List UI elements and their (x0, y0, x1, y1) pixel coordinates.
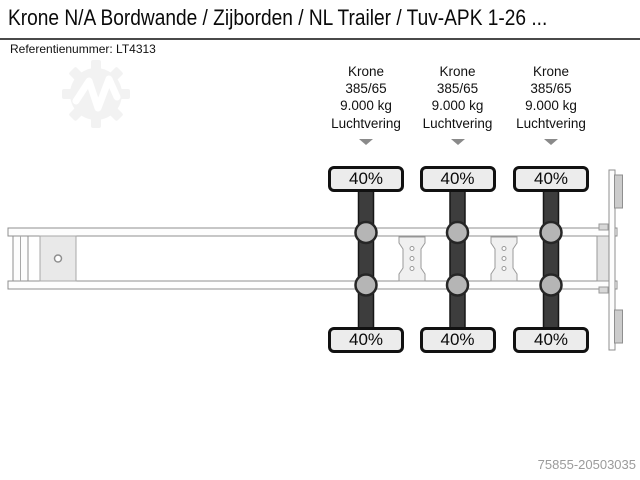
axle-1-load: 9.000 kg (340, 98, 392, 114)
axle-2-hub-top (445, 220, 470, 245)
rear-bumper-bar (608, 169, 616, 351)
axle-1-wear-top-badge: 40% (328, 166, 404, 192)
rear-rail-tab-bottom (598, 286, 609, 294)
axle-3-spec: Krone 385/65 9.000 kg Luchtvering (491, 63, 611, 132)
kingpin (53, 254, 63, 263)
axle-3-hub-bottom (539, 273, 563, 297)
rear-pad-bottom (614, 309, 623, 344)
axle-2-hub-bottom (445, 273, 470, 297)
axle-3-wear-top-badge: 40% (513, 166, 589, 192)
rear-crossmember (596, 235, 610, 282)
crossmember-2-hole (501, 266, 507, 271)
brand-watermark-gear-icon (62, 60, 130, 128)
axle-2-brand: Krone (439, 64, 476, 79)
crossmember-1-hole (409, 256, 415, 261)
axle-3-tyre-size: 385/65 (530, 81, 572, 97)
crossmember-1-hole (409, 266, 415, 271)
pointer-down-icon (359, 139, 373, 145)
axle-2-load: 9.000 kg (431, 98, 484, 114)
axle-1-spec: Krone 385/65 9.000 kg Luchtvering (306, 63, 426, 132)
crossmember-2-hole (501, 256, 507, 261)
axle-1-hub-bottom (354, 273, 378, 297)
axle-1-bar (357, 185, 375, 337)
axle-1-suspension: Luchtvering (331, 115, 401, 131)
axle-2-bar (449, 185, 466, 337)
axle-3-suspension: Luchtvering (516, 115, 586, 131)
axle-1-hub-top (354, 220, 378, 245)
pointer-down-icon (450, 139, 465, 145)
crossmember-1-hole (409, 246, 415, 251)
axle-3-brand: Krone (532, 64, 570, 79)
axle-1-brand: Krone (347, 64, 385, 79)
reference-number: Referentienummer: LT4313 (10, 42, 156, 56)
axle-2-wear-top-badge: 40% (419, 166, 496, 192)
axle-3-bar (542, 185, 560, 337)
axle-3-hub-top (539, 220, 563, 245)
axle-3-wear-bottom-badge: 40% (513, 327, 589, 353)
chassis-top-rail (7, 227, 618, 237)
axle-2-tyre-size: 385/65 (436, 81, 479, 97)
chassis-bottom-rail (7, 280, 618, 290)
axle-2-wear-bottom-badge: 40% (419, 327, 496, 353)
axle-1-wear-bottom-badge: 40% (328, 327, 404, 353)
listing-id: 75855-20503035 (537, 457, 636, 472)
page-title: Krone N/A Bordwande / Zijborden / NL Tra… (8, 5, 548, 30)
pointer-down-icon (544, 139, 558, 145)
crossmember-2-hole (501, 246, 507, 251)
title-divider (0, 38, 640, 40)
rear-rail-tab-top (598, 223, 609, 231)
rear-pad-top (614, 174, 623, 209)
axle-3-load: 9.000 kg (525, 98, 577, 114)
axle-2-spec: Krone 385/65 9.000 kg Luchtvering (398, 63, 518, 132)
axle-2-suspension: Luchtvering (422, 115, 493, 131)
axle-1-tyre-size: 385/65 (345, 81, 387, 97)
